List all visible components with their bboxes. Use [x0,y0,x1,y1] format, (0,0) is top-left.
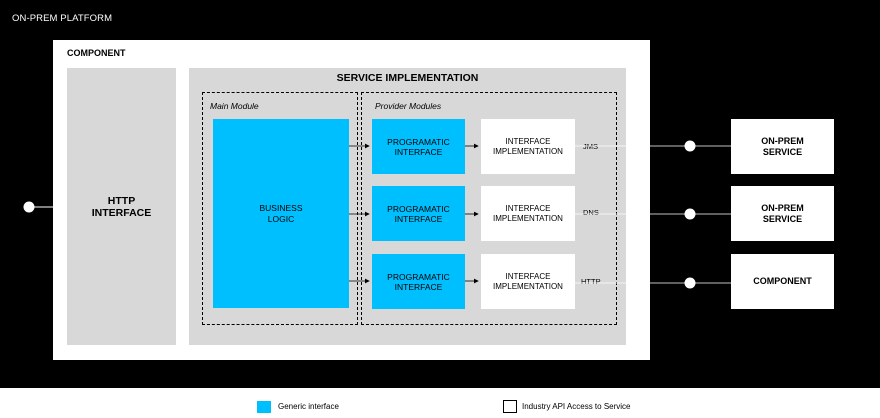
business-logic-label: BUSINESS LOGIC [259,202,303,224]
protocol-label-jms: JMS [583,142,598,151]
interface-implementation-block-3: INTERFACE IMPLEMENTATION [481,254,575,309]
programatic-interface-block-3: PROGRAMATIC INTERFACE [372,254,465,309]
programatic-interface-block-2: PROGRAMATIC INTERFACE [372,186,465,241]
business-logic-block: BUSINESS LOGIC [213,119,349,308]
external-target-on-prem-service-2: ON-PREM SERVICE [731,186,834,241]
provider-modules-title: Provider Modules [375,101,442,111]
service-implementation-title: SERVICE IMPLEMENTATION [336,72,479,84]
legend-label-generic-interface: Generic interface [278,402,339,411]
provider-modules-box [361,92,617,325]
interface-implementation-label-2: INTERFACE IMPLEMENTATION [493,203,563,223]
protocol-label-http: HTTP [581,277,601,286]
programatic-interface-block-1: PROGRAMATIC INTERFACE [372,119,465,174]
legend-swatch-industry-api [503,400,517,413]
platform-title: ON-PREM PLATFORM [12,13,113,24]
interface-implementation-label-1: INTERFACE IMPLEMENTATION [493,136,563,156]
interface-implementation-block-2: INTERFACE IMPLEMENTATION [481,186,575,241]
http-interface-label: HTTP INTERFACE [91,194,152,219]
programatic-interface-label-3: PROGRAMATIC INTERFACE [387,271,450,292]
interface-implementation-label-3: INTERFACE IMPLEMENTATION [493,271,563,291]
main-module-title: Main Module [210,101,259,111]
programatic-interface-label-2: PROGRAMATIC INTERFACE [387,203,450,224]
external-target-component: COMPONENT [731,254,834,309]
legend-swatch-generic-interface [257,401,271,413]
external-target-label-3: COMPONENT [753,276,812,286]
programatic-interface-label-1: PROGRAMATIC INTERFACE [387,136,450,157]
main-module-box [202,92,358,325]
external-target-label-1: ON-PREM SERVICE [761,135,804,157]
protocol-label-dns: DNS [583,208,599,217]
interface-implementation-block-1: INTERFACE IMPLEMENTATION [481,119,575,174]
external-target-label-2: ON-PREM SERVICE [761,202,804,224]
component-title: COMPONENT [67,48,126,58]
external-target-on-prem-service-1: ON-PREM SERVICE [731,119,834,174]
legend-label-industry-api: Industry API Access to Service [522,402,631,411]
http-interface-panel: HTTP INTERFACE [67,68,176,345]
